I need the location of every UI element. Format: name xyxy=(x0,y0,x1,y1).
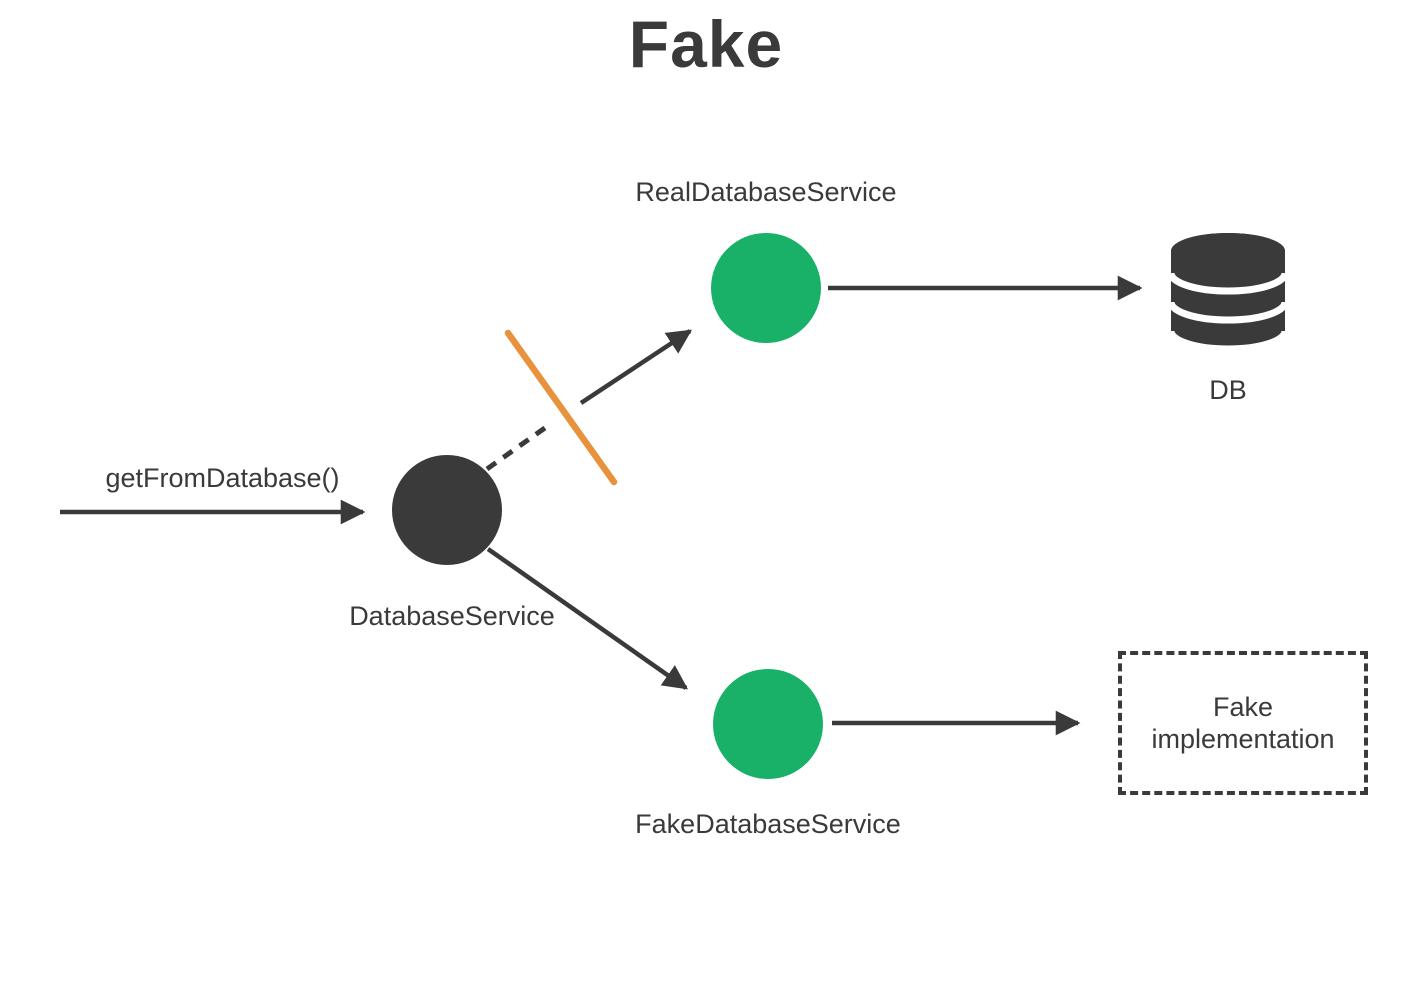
real-database-service-label: RealDatabaseService xyxy=(635,177,897,207)
broken-link-dashed-line xyxy=(485,422,551,472)
fake-implementation-box: Fake implementation xyxy=(1118,651,1368,795)
arrow-to-real-service xyxy=(579,329,693,405)
database-icon xyxy=(1167,233,1289,353)
database-service-label: DatabaseService xyxy=(349,601,555,631)
call-label: getFromDatabase() xyxy=(105,463,340,493)
page-title: Fake xyxy=(628,7,784,81)
real-database-service-node xyxy=(711,233,821,343)
arrow-to-fake-service xyxy=(486,547,689,690)
db-label: DB xyxy=(1209,375,1247,405)
fake-database-service-node xyxy=(713,669,823,779)
orange-slash xyxy=(504,329,618,486)
fake-database-service-label: FakeDatabaseService xyxy=(635,809,901,839)
database-service-node xyxy=(392,455,502,565)
